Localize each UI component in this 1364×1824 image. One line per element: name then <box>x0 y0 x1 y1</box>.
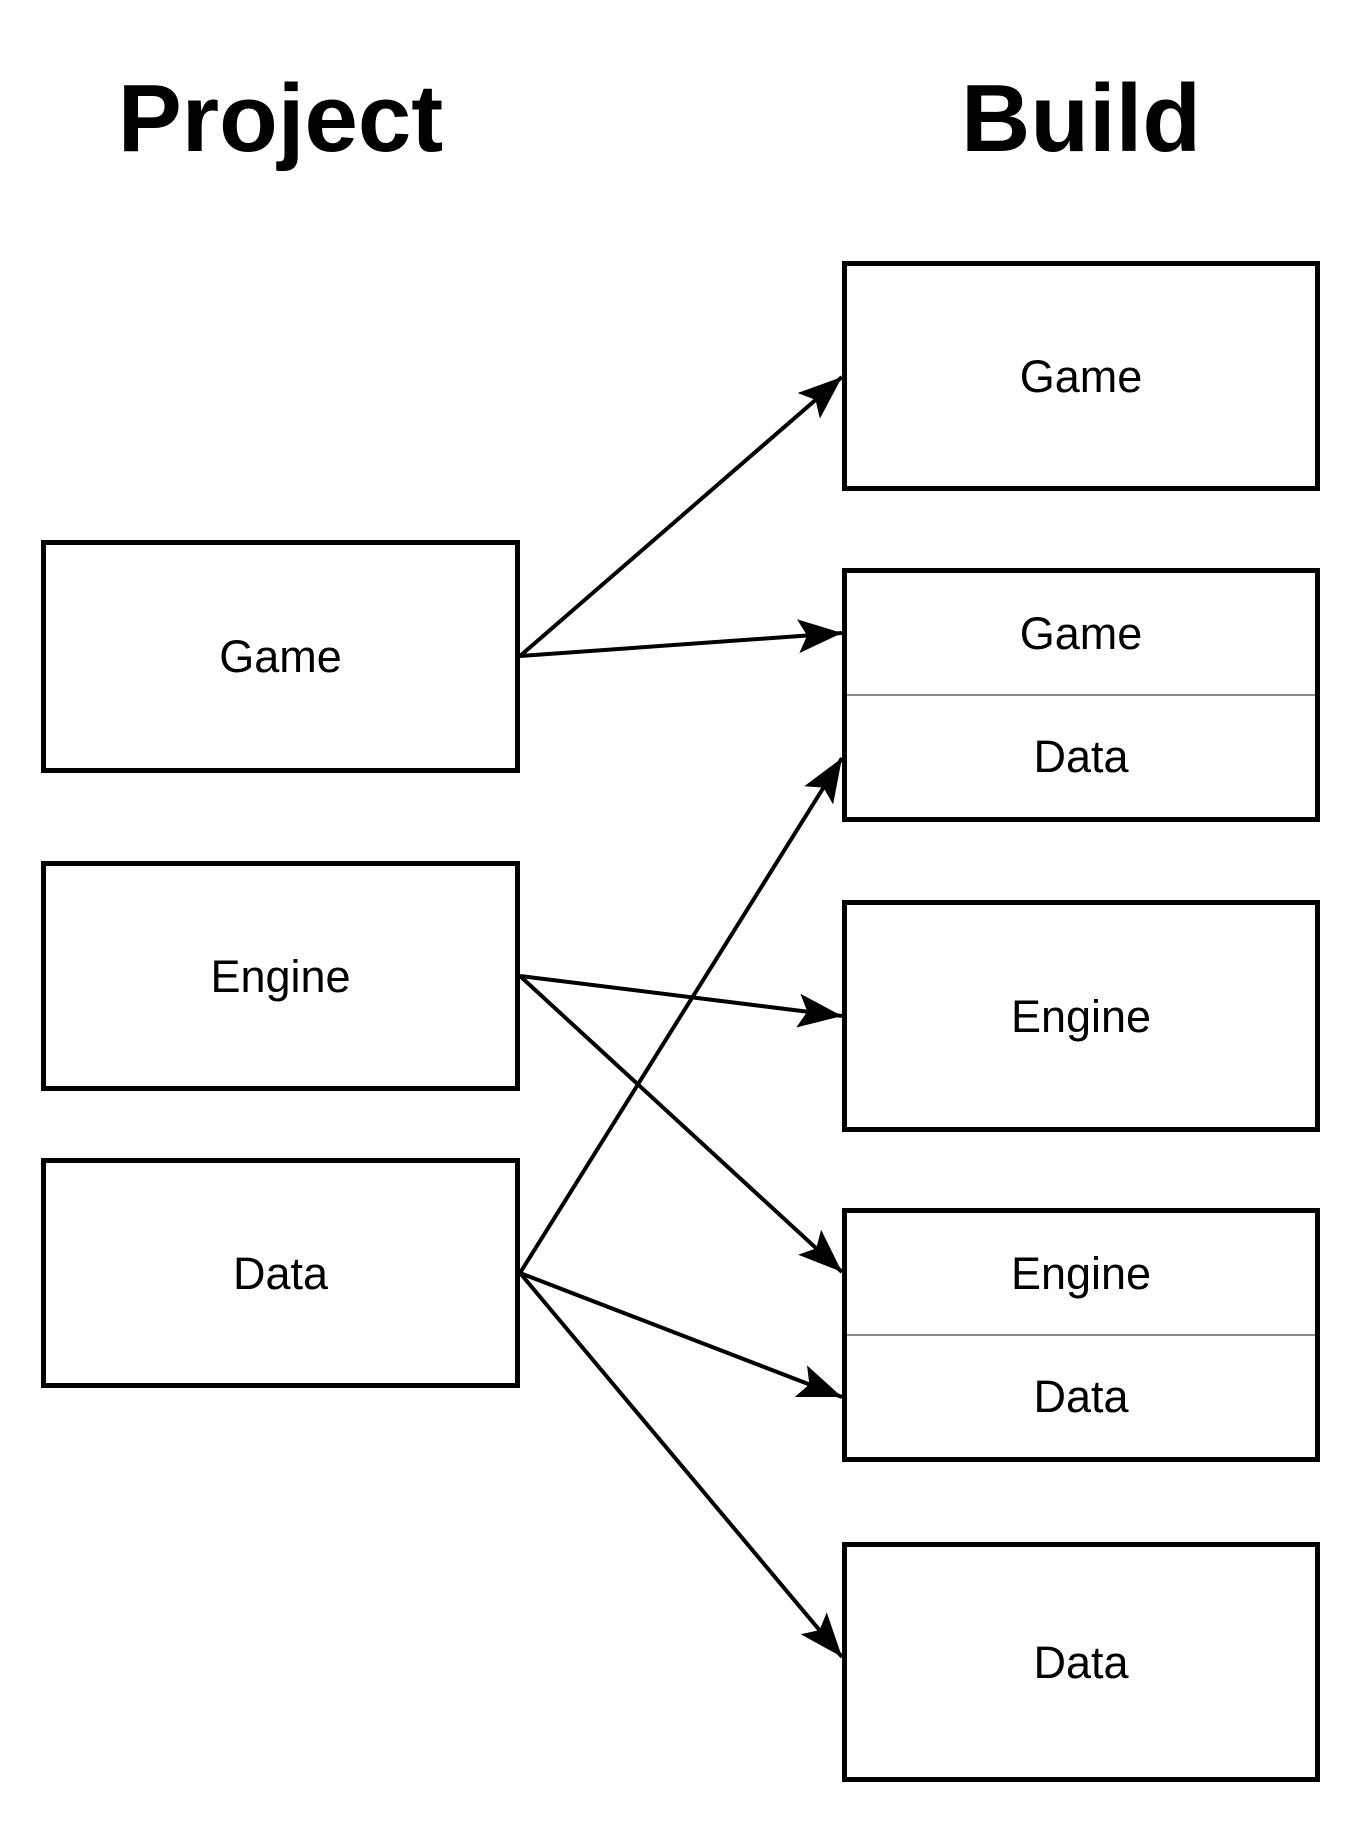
project-node-game-label: Game <box>219 631 342 682</box>
project-node-data-label: Data <box>232 1247 329 1299</box>
project-node-engine-label: Engine <box>210 950 351 1002</box>
project-node-game: Game <box>41 540 520 773</box>
dependency-arrow-game-to-build-game-data-game <box>519 619 843 658</box>
build-node-engine-data-data-section: Data <box>847 1334 1315 1457</box>
project-node-engine-section: Engine <box>46 866 515 1086</box>
build-node-data-section: Data <box>847 1547 1315 1777</box>
build-node-data-label: Data <box>1033 1636 1129 1688</box>
dependency-arrow-engine-to-build-engine-engine <box>519 974 843 1028</box>
project-node-data: Data <box>41 1158 520 1388</box>
build-node-game-section: Game <box>847 266 1315 486</box>
project-column-title: Project <box>117 65 444 172</box>
dependency-arrow-data-to-build-game-data-data <box>518 756 844 1275</box>
build-node-game: Game <box>842 261 1320 491</box>
build-node-game-data-game-label: Game <box>1019 608 1143 659</box>
build-node-game-data-data-label: Data <box>1033 731 1129 782</box>
build-column-title: Build <box>961 65 1201 172</box>
project-node-engine: Engine <box>41 861 520 1091</box>
build-node-engine-data-engine-label: Engine <box>1010 1248 1152 1299</box>
project-node-data-section: Data <box>46 1163 515 1383</box>
build-node-game-data-game-section: Game <box>847 573 1315 694</box>
build-node-engine-section: Engine <box>847 905 1315 1127</box>
dependency-arrow-engine-to-build-engine-data-engine <box>518 974 844 1274</box>
dependency-arrow-data-to-build-engine-data-data <box>519 1271 843 1399</box>
build-node-game-label: Game <box>1019 350 1143 402</box>
dependency-arrow-game-to-build-game-game <box>518 375 844 658</box>
build-node-game-data: Game Data <box>842 568 1320 822</box>
build-node-engine-data-engine-section: Engine <box>847 1213 1315 1334</box>
build-node-game-data-data-section: Data <box>847 694 1315 817</box>
project-node-game-section: Game <box>46 545 515 768</box>
build-node-data: Data <box>842 1542 1320 1782</box>
dependency-arrow-data-to-build-data-data <box>518 1271 844 1659</box>
build-node-engine-label: Engine <box>1010 990 1152 1042</box>
build-node-engine-data-data-label: Data <box>1033 1371 1129 1422</box>
build-node-engine-data: Engine Data <box>842 1208 1320 1462</box>
build-node-engine: Engine <box>842 900 1320 1132</box>
